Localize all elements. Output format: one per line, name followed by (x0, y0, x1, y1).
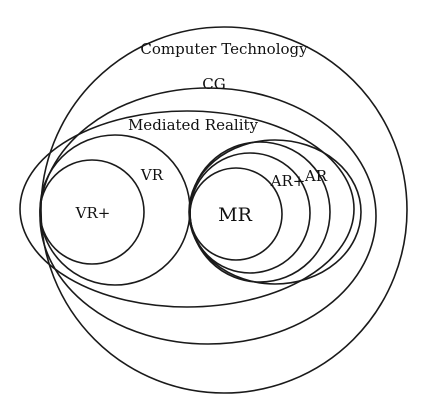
ar-circle (189, 141, 331, 283)
ar-plus-label: AR+ (270, 172, 306, 190)
mediated-reality-ellipse (19, 110, 355, 308)
vr-plus-circle (39, 159, 145, 265)
ar-outer-ellipse (188, 139, 362, 285)
computer-technology-circle (40, 26, 408, 394)
mr-circle (189, 167, 283, 261)
computer-technology-label: Computer Technology (140, 40, 308, 58)
vr-plus-label: VR+ (75, 204, 111, 222)
cg-label: CG (202, 75, 225, 93)
vr-circle (39, 134, 191, 286)
mediated-reality-label: Mediated Reality (128, 116, 259, 134)
vr-label: VR (140, 166, 164, 184)
ar-label: AR (304, 167, 328, 185)
mr-label: MR (218, 204, 252, 226)
